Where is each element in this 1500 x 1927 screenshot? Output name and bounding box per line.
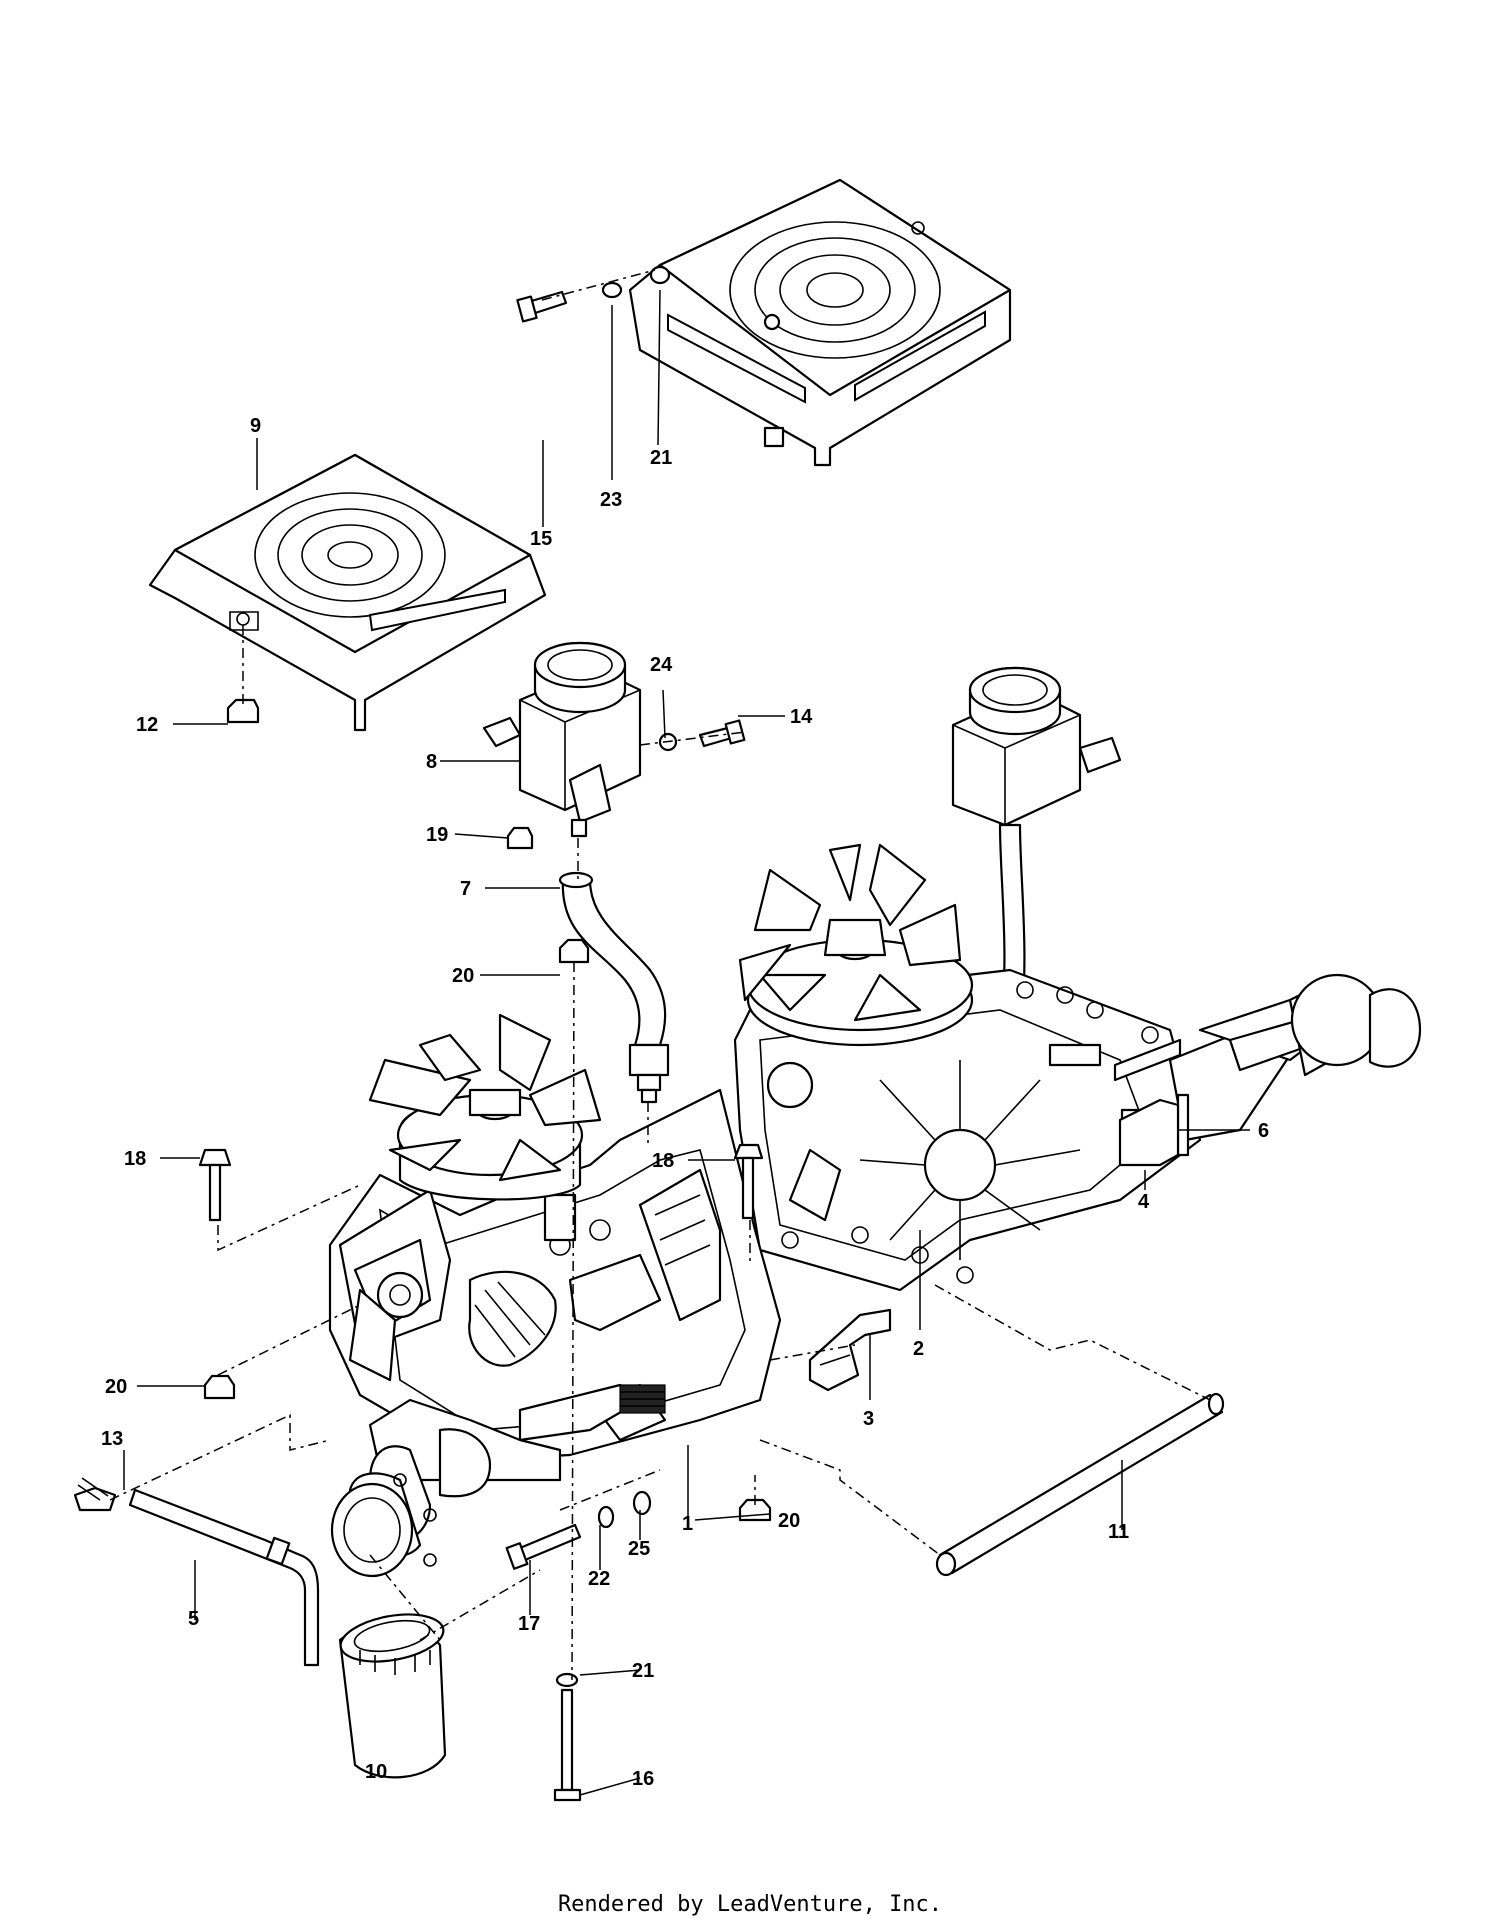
callout-6[interactable]: 6 (1258, 1120, 1269, 1142)
callout-21b[interactable]: 21 (632, 1660, 654, 1682)
callout-23[interactable]: 23 (600, 489, 622, 511)
callout-16[interactable]: 16 (632, 1768, 654, 1790)
callout-9[interactable]: 9 (250, 415, 261, 437)
fan-shroud-right[interactable] (628, 178, 1012, 467)
fan-shroud-left[interactable] (148, 453, 547, 732)
callout-10[interactable]: 10 (365, 1761, 387, 1783)
oil-filter[interactable] (337, 1607, 447, 1779)
callout-20a[interactable]: 20 (452, 965, 474, 987)
expansion-tank-left[interactable] (482, 641, 642, 838)
leader-lines (123, 289, 1250, 1796)
footer-credit: Rendered by LeadVenture, Inc. (557, 1892, 943, 1917)
axle-hub-left[interactable] (330, 1398, 562, 1578)
bracket-3[interactable] (808, 1308, 892, 1392)
callout-12[interactable]: 12 (136, 714, 158, 736)
callout-7[interactable]: 7 (460, 878, 471, 900)
callout-20c[interactable]: 20 (778, 1510, 800, 1532)
rod-11[interactable] (935, 1392, 1225, 1577)
callout-15[interactable]: 15 (530, 528, 552, 550)
callout-18b[interactable]: 18 (652, 1150, 674, 1172)
callout-17[interactable]: 17 (518, 1613, 540, 1635)
callout-labels: 1 2 3 4 5 6 7 8 9 10 11 12 13 14 15 16 1… (101, 415, 1269, 1790)
callout-24[interactable]: 24 (650, 654, 673, 676)
bracket-right[interactable] (1048, 1038, 1182, 1167)
fan-right[interactable] (738, 843, 974, 1047)
callout-22[interactable]: 22 (588, 1568, 610, 1590)
assembly-lines (109, 269, 1211, 1681)
callout-1[interactable]: 1 (682, 1513, 693, 1535)
fan-left[interactable] (368, 1013, 602, 1201)
fasteners (198, 265, 772, 1802)
expansion-tank-right[interactable] (951, 666, 1122, 1032)
callout-8[interactable]: 8 (426, 751, 437, 773)
callout-2[interactable]: 2 (913, 1338, 924, 1360)
callout-14[interactable]: 14 (790, 706, 813, 728)
callout-11[interactable]: 11 (1108, 1521, 1129, 1543)
callout-25[interactable]: 25 (628, 1538, 650, 1560)
callout-19[interactable]: 19 (426, 824, 448, 846)
callout-3[interactable]: 3 (863, 1408, 874, 1430)
callout-5[interactable]: 5 (188, 1608, 199, 1630)
hose[interactable] (558, 871, 670, 1104)
callout-4[interactable]: 4 (1138, 1191, 1150, 1213)
callout-18a[interactable]: 18 (124, 1148, 146, 1170)
transaxle-left[interactable] (328, 1088, 782, 1462)
callout-21a[interactable]: 21 (650, 447, 672, 469)
callout-20b[interactable]: 20 (105, 1376, 127, 1398)
tube-5[interactable] (73, 1477, 320, 1667)
callout-13[interactable]: 13 (101, 1428, 123, 1450)
